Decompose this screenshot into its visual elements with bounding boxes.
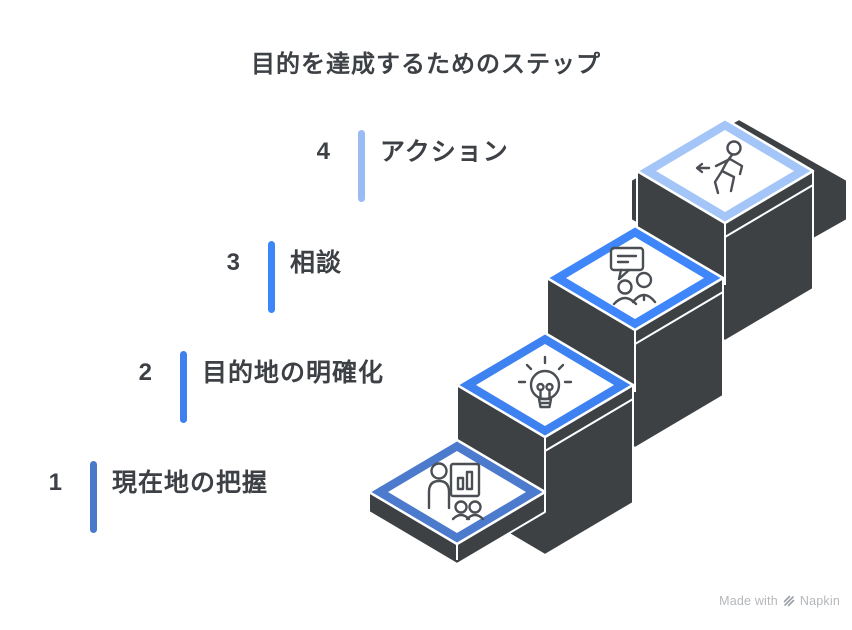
step-bar xyxy=(268,241,275,313)
presentation-icon xyxy=(427,462,485,521)
step-row-2: 2 目的地の明確化 xyxy=(107,351,384,423)
step-number: 1 xyxy=(48,469,62,496)
watermark-text: Made with xyxy=(719,594,778,608)
watermark-brand: Napkin xyxy=(799,594,840,608)
step-row-4: 4 アクション xyxy=(285,130,509,202)
watermark: Made with Napkin xyxy=(719,594,840,608)
step3-tread-edge xyxy=(634,291,724,345)
step-label: 現在地の把握 xyxy=(112,469,269,497)
page-title: 目的を達成するためのステップ xyxy=(251,51,601,78)
step3-tile xyxy=(545,224,725,332)
step-number: 4 xyxy=(316,138,330,165)
step-number: 3 xyxy=(226,249,240,276)
napkin-logo-icon xyxy=(783,595,795,607)
step-bar xyxy=(180,351,187,423)
step-number: 2 xyxy=(138,359,152,386)
step-bar xyxy=(90,461,97,533)
step-bar xyxy=(358,130,365,202)
step-row-3: 3 相談 xyxy=(195,241,342,313)
step1-tile xyxy=(367,438,547,546)
step2-tile xyxy=(455,331,635,439)
step4-tread-edge xyxy=(724,184,814,238)
step4-tile xyxy=(635,117,815,225)
step-label: アクション xyxy=(380,138,509,166)
runner-icon xyxy=(695,140,744,195)
step-label: 目的地の明確化 xyxy=(202,359,385,387)
step-label: 相談 xyxy=(290,249,343,277)
step-row-1: 1 現在地の把握 xyxy=(17,461,268,533)
step2-tread-edge xyxy=(544,398,634,452)
discussion-icon xyxy=(609,246,657,306)
lightbulb-icon xyxy=(517,355,573,409)
